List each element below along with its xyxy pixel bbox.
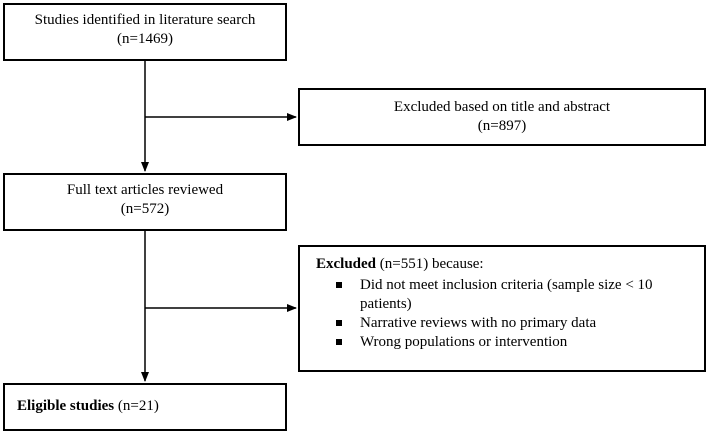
excluded-full-text-box: Excluded (n=551) because: Did not meet i… [298,245,706,372]
identified-box: Studies identified in literature search … [3,3,287,61]
excluded-title-abstract-count: (n=897) [477,118,527,134]
identified-title: Studies identified in literature search [34,12,256,28]
square-bullet-icon [336,339,342,345]
eligible-box: Eligible studies (n=21) [3,383,287,431]
list-item: Wrong populations or intervention [336,333,694,352]
eligible-count: (n=21) [114,398,159,414]
full-text-count: (n=572) [120,201,170,217]
full-text-box: Full text articles reviewed (n=572) [3,173,287,231]
excluded-title-abstract-box: Excluded based on title and abstract (n=… [298,88,706,146]
excluded-title-abstract-title: Excluded based on title and abstract [393,99,611,115]
excluded-label: Excluded [316,256,377,272]
exclusion-reasons-list: Did not meet inclusion criteria (sample … [316,276,694,352]
full-text-title: Full text articles reviewed [66,182,224,198]
eligible-title: Eligible studies [17,398,115,414]
square-bullet-icon [336,282,342,288]
list-item: Did not meet inclusion criteria (sample … [336,276,694,314]
identified-count: (n=1469) [117,31,173,47]
excluded-count: (n=551) because: [376,256,484,272]
excluded-full-text-heading: Excluded (n=551) because: [316,255,694,274]
square-bullet-icon [336,320,342,326]
list-item: Narrative reviews with no primary data [336,314,694,333]
